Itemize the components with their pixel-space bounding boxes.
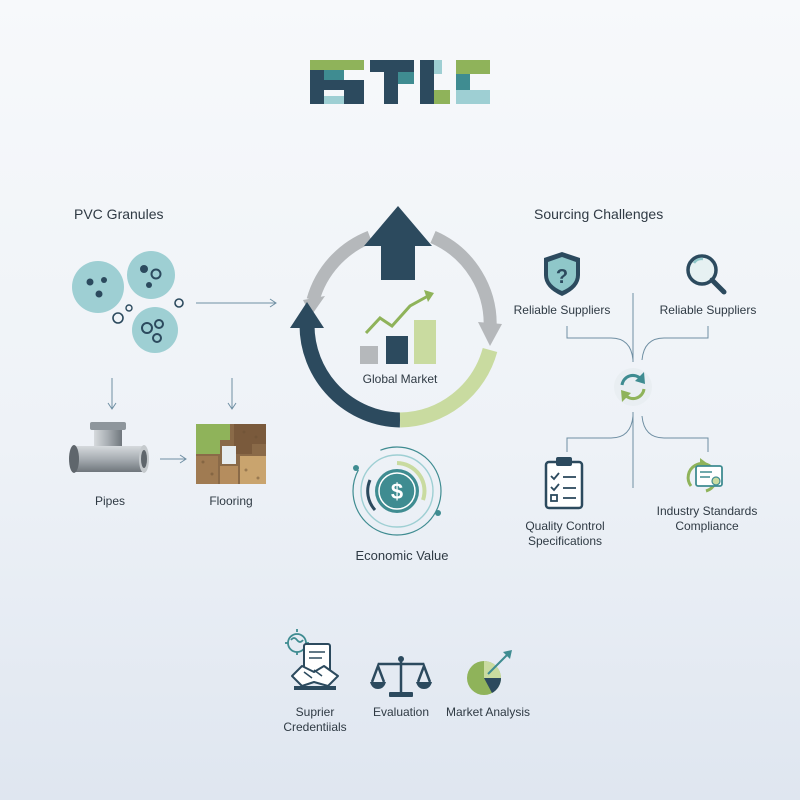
flooring-label: Flooring xyxy=(209,494,253,508)
svg-text:$: $ xyxy=(391,479,403,504)
pvc-granules-title: PVC Granules xyxy=(74,206,164,222)
logo-glyph-l xyxy=(420,60,450,104)
quality-control-label: Quality Control Specifications xyxy=(525,519,605,548)
cycle-arrowhead-gray-left xyxy=(303,296,325,316)
logo-glyph-b xyxy=(310,60,364,104)
market-analysis-label: Market Analysis xyxy=(445,705,531,719)
trend-line xyxy=(364,294,429,335)
cycle-up-arrow xyxy=(364,206,432,280)
brand-logo xyxy=(310,60,490,104)
logo-glyph-c xyxy=(456,60,490,104)
cycle-arrowhead-navy xyxy=(290,302,324,328)
supplier-credentials-label: Suprier Credentiials xyxy=(283,705,347,734)
bar-small xyxy=(360,346,378,364)
logo-glyph-t xyxy=(370,60,414,104)
cycle-arrowhead-gray-right xyxy=(478,322,502,346)
pipes-label: Pipes xyxy=(94,494,126,508)
reliable-suppliers-label-2: Reliable Suppliers xyxy=(659,303,757,317)
reliable-suppliers-label-1: Reliable Suppliers xyxy=(513,303,611,317)
economic-value-label: Economic Value xyxy=(355,548,449,563)
svg-text:?: ? xyxy=(556,266,568,288)
evaluation-label: Evaluation xyxy=(372,705,430,719)
global-market-label: Global Market xyxy=(362,372,438,386)
industry-standards-label: Industry Standards Compliance xyxy=(656,504,758,533)
bar-medium xyxy=(386,336,408,364)
bar-large xyxy=(414,320,436,364)
sourcing-challenges-title: Sourcing Challenges xyxy=(534,206,664,222)
